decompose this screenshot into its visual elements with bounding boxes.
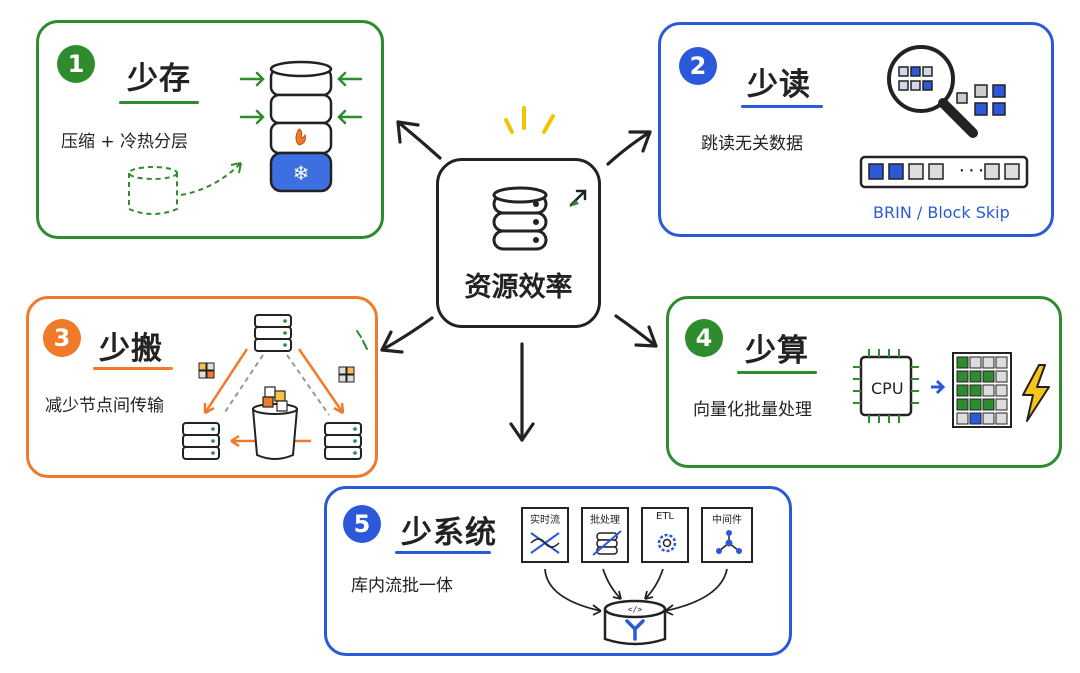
card-subtitle: 库内流批一体 [351,576,453,596]
card-less-transfer: 3 少搬 减少节点间传输 [26,296,378,478]
title-underline [395,551,491,554]
block-ellipsis: ··· [957,161,986,180]
step-number-badge: 5 [343,505,381,543]
unified-database-icon: </> [603,599,667,646]
center-label: 资源效率 [464,272,573,303]
arrow-to-card-1 [396,120,442,160]
card-title: 少存 [127,61,191,97]
sparkle-icon [504,106,555,134]
step-number-badge: 3 [43,319,81,357]
step-number-badge: 1 [57,45,95,83]
title-underline [93,367,173,370]
card-title: 少搬 [99,331,163,367]
cpu-chip-icon [853,349,919,423]
card-title: 少读 [747,67,811,103]
card-less-storage: 1 少存 压缩 + 冷热分层 ❄ [36,20,384,239]
card-title: 少算 [745,333,809,369]
card-less-read: 2 少读 跳读无关数据 ··· BRIN / Block Skip [658,22,1054,237]
system-box-middleware: 中间件 [701,507,753,563]
system-box-batch: 批处理 [581,507,629,563]
cpu-label: CPU [871,379,904,398]
tiered-storage-icon: ❄ [239,60,363,193]
block-strip-icon [859,155,1029,189]
title-underline [741,105,823,108]
svg-text:❄: ❄ [293,161,310,185]
svg-text:</>: </> [628,605,643,614]
arrow-to-card-2 [606,130,652,166]
card-title: 少系统 [401,515,497,551]
system-box-stream: 实时流 [521,507,569,563]
database-icon [492,186,548,251]
system-box-etl: ETL [641,507,689,563]
card-less-systems: 5 少系统 库内流批一体 实时流 批处理 ETL 中间件 [324,486,792,656]
system-label: 中间件 [712,515,742,526]
batch-database-icon [592,530,622,556]
card-subtitle: 压缩 + 冷热分层 [61,132,189,152]
title-underline [119,101,199,104]
step-number-badge: 4 [685,319,723,357]
system-label: 批处理 [590,515,620,526]
magnifier-icon [887,45,1006,138]
gear-icon [657,533,677,553]
lightning-icon [1022,364,1050,422]
step-number-badge: 2 [679,47,717,85]
arrow-to-card-3 [380,316,434,352]
network-hub-icon [716,530,742,554]
brin-caption: BRIN / Block Skip [873,203,1010,222]
card-subtitle: 减少节点间传输 [45,396,164,416]
arrow-to-card-4 [614,314,658,348]
trend-up-icon [569,189,587,207]
stream-icon [530,532,560,554]
vector-grid-icon [931,352,1050,428]
card-subtitle: 向量化批量处理 [693,400,812,420]
card-subtitle: 跳读无关数据 [701,134,803,154]
center-node: 资源效率 [436,158,601,328]
node-network-icon [182,314,368,460]
converge-arrows: </> [544,568,728,646]
title-underline [737,371,817,374]
system-label: ETL [656,511,674,522]
card-less-compute: 4 少算 向量化批量处理 CPU [666,296,1062,468]
system-label: 实时流 [530,515,560,526]
cold-storage-cylinder-icon [128,162,242,215]
